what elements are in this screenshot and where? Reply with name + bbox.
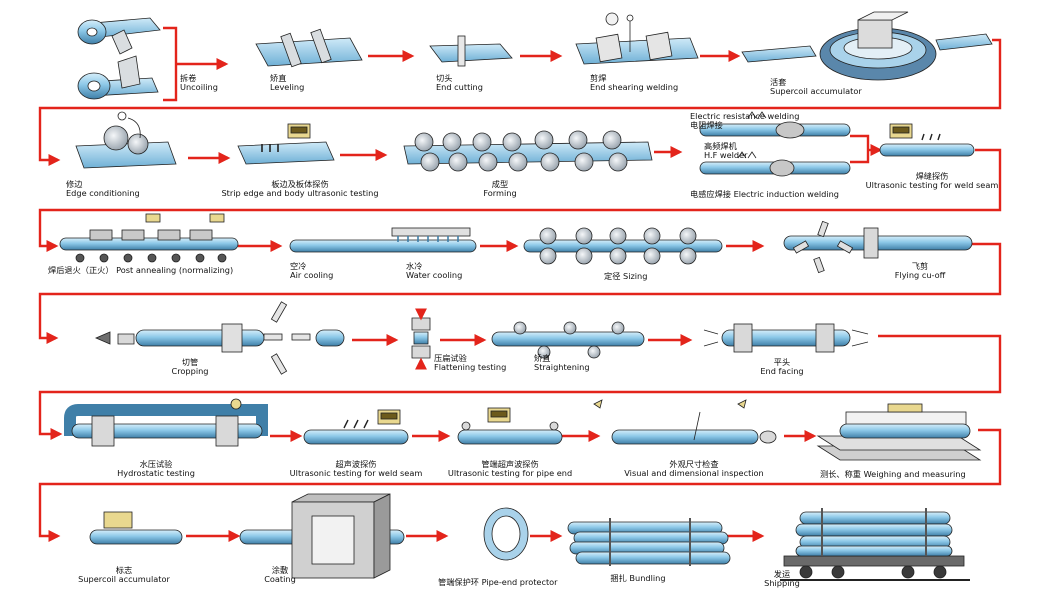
ut-pipe-end-machine xyxy=(457,407,563,445)
erw-pipe xyxy=(699,123,851,137)
sizing-machine xyxy=(523,227,723,265)
pipe-end-protector-ring xyxy=(483,507,529,561)
end-facing-machine xyxy=(703,323,869,353)
leveling-machine xyxy=(255,28,363,68)
forming-machine xyxy=(403,130,653,172)
label-sizing: 定径 Sizing xyxy=(604,271,648,281)
straightening-machine xyxy=(491,321,645,359)
label-bundling: 捆扎 Bundling xyxy=(610,573,666,583)
bundling-stack xyxy=(567,518,731,566)
wrap-row2-row3 xyxy=(38,148,1002,252)
row1-bracket xyxy=(163,26,178,102)
hydrostatic-testing-machine xyxy=(64,398,268,447)
visual-inspection-station xyxy=(593,399,777,445)
wrap-row3-row4 xyxy=(38,242,1002,344)
shipping-wagon xyxy=(780,508,970,581)
ut-weld-seam-machine-2 xyxy=(303,409,409,445)
end-cutting-machine xyxy=(429,35,513,67)
weld-bracket xyxy=(850,134,870,164)
label-induction-welding: 电感应焊接 Electric induction welding xyxy=(690,189,840,199)
strip-ultrasonic-machine xyxy=(237,123,335,165)
flow-arrows xyxy=(38,26,1002,542)
supercoil-accumulator-machine xyxy=(741,11,993,81)
label-pipe-end-protector: 管端保护环 Pipe-end protector xyxy=(438,577,558,587)
cropping-machine xyxy=(94,301,345,375)
end-shearing-welding-machine xyxy=(575,12,699,65)
marking-station xyxy=(89,511,183,545)
coating-booth xyxy=(239,493,405,579)
wrap-row5-row6 xyxy=(38,428,1002,542)
welding-station xyxy=(699,111,851,177)
label-post-annealing: 焊后退火（正火） Post annealing (normalizing) xyxy=(48,265,234,275)
post-annealing-line xyxy=(59,213,239,263)
wrap-row1-row2 xyxy=(38,38,1002,166)
cooling-section xyxy=(289,227,477,253)
label-weighing-measuring: 测长、称重 Weighing and measuring xyxy=(820,469,966,479)
weld-seam-ut-machine xyxy=(879,123,975,157)
uncoiling-machine xyxy=(77,17,161,100)
flattening-testing-machine xyxy=(411,308,431,370)
flying-cut-off-machine xyxy=(783,220,973,274)
weighing-station xyxy=(816,403,982,461)
edge-conditioning-machine xyxy=(75,111,177,169)
wrap-row4-row5 xyxy=(38,334,1002,440)
